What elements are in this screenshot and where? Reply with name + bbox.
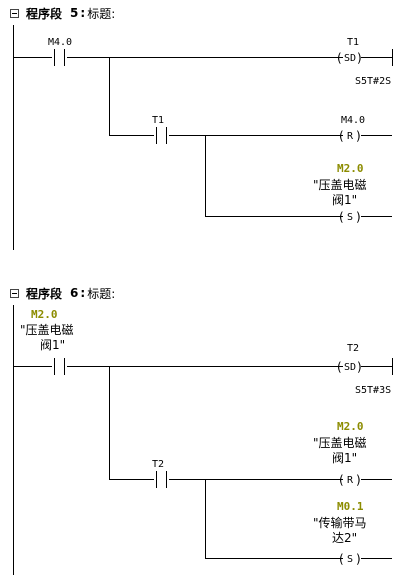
- timer-preset: S5T#2S: [355, 76, 391, 87]
- network-title-label[interactable]: 标题:: [87, 286, 116, 301]
- svg-text:(: (: [337, 51, 342, 65]
- svg-text:): ): [357, 360, 362, 374]
- coil-address: T1: [347, 37, 359, 48]
- svg-text:(: (: [337, 360, 342, 374]
- svg-text:): ): [357, 51, 362, 65]
- svg-text:): ): [356, 210, 361, 224]
- collapse-toggle-icon[interactable]: [10, 288, 19, 298]
- coil-symbol-line2: 阀1": [332, 451, 357, 465]
- coil-address: M2.0: [337, 420, 364, 433]
- coil-symbol-line1: "压盖电磁: [313, 177, 367, 192]
- coil-symbol-line1: "压盖电磁: [313, 435, 367, 450]
- coil-type: R: [347, 131, 354, 142]
- svg-text:(: (: [339, 210, 344, 224]
- network-number: 5: [70, 6, 79, 20]
- coil-type: SD: [344, 53, 356, 64]
- contact-symbol-line2: 阀1": [40, 338, 65, 352]
- ladder-diagram: M2.0 "压盖电磁 阀1" T2 ( SD ) S5T#3S T2 M2.0 …: [13, 305, 393, 575]
- contact-m4-0[interactable]: M4.0: [48, 37, 72, 66]
- coil-address: M0.1: [337, 500, 364, 513]
- network-separator: :: [80, 6, 86, 20]
- network-title-label[interactable]: 标题:: [87, 6, 116, 21]
- contact-t1[interactable]: T1: [152, 115, 167, 144]
- coil-symbol-line1: "传输带马: [313, 515, 367, 530]
- contact-address: T2: [152, 459, 164, 470]
- coil-symbol-line2: 阀1": [332, 193, 357, 207]
- svg-text:(: (: [339, 473, 344, 487]
- contact-address: T1: [152, 115, 164, 126]
- contact-address: M2.0: [31, 308, 58, 321]
- coil-m2-0-set[interactable]: M2.0 "压盖电磁 阀1" ( S ): [313, 162, 367, 224]
- ladder-diagram: M4.0 T1 ( SD ) S5T#2S T1 M4.0 ( R ) M2.0…: [13, 25, 393, 250]
- coil-m0-1-set[interactable]: M0.1 "传输带马 达2" ( S ): [313, 500, 367, 566]
- coil-type: S: [347, 212, 353, 223]
- coil-address: M4.0: [341, 115, 365, 126]
- svg-text:): ): [356, 552, 361, 566]
- svg-text:(: (: [339, 129, 344, 143]
- svg-text:): ): [356, 473, 361, 487]
- coil-type: S: [347, 554, 353, 565]
- coil-type: R: [347, 475, 354, 486]
- network-label: 程序段: [26, 6, 63, 21]
- coil-type: SD: [344, 362, 356, 373]
- coil-address: M2.0: [337, 162, 364, 175]
- collapse-toggle-icon[interactable]: [10, 8, 19, 18]
- coil-m2-0-reset[interactable]: M2.0 "压盖电磁 阀1" ( R ): [313, 420, 367, 487]
- network-number: 6: [70, 286, 79, 300]
- contact-m2-0[interactable]: M2.0 "压盖电磁 阀1": [20, 308, 74, 375]
- network-header: 程序段 5 : 标题:: [10, 5, 115, 21]
- network-6: 程序段 6 : 标题: M2.0 "压盖电磁 阀1" T2: [0, 285, 403, 575]
- coil-t1-sd[interactable]: T1 ( SD ) S5T#2S: [337, 37, 393, 87]
- contact-symbol-line1: "压盖电磁: [20, 322, 74, 337]
- coil-m4-0-reset[interactable]: M4.0 ( R ): [339, 115, 365, 143]
- svg-text:(: (: [339, 552, 344, 566]
- network-separator: :: [80, 286, 86, 300]
- coil-symbol-line2: 达2": [332, 531, 357, 545]
- timer-preset: S5T#3S: [355, 385, 391, 396]
- coil-address: T2: [347, 343, 359, 354]
- contact-t2[interactable]: T2: [152, 459, 167, 488]
- svg-text:): ): [356, 129, 361, 143]
- network-5: 程序段 5 : 标题: M4.0: [0, 5, 403, 255]
- network-header: 程序段 6 : 标题:: [10, 285, 115, 301]
- network-label: 程序段: [26, 286, 63, 301]
- contact-address: M4.0: [48, 37, 72, 48]
- coil-t2-sd[interactable]: T2 ( SD ) S5T#3S: [337, 343, 393, 396]
